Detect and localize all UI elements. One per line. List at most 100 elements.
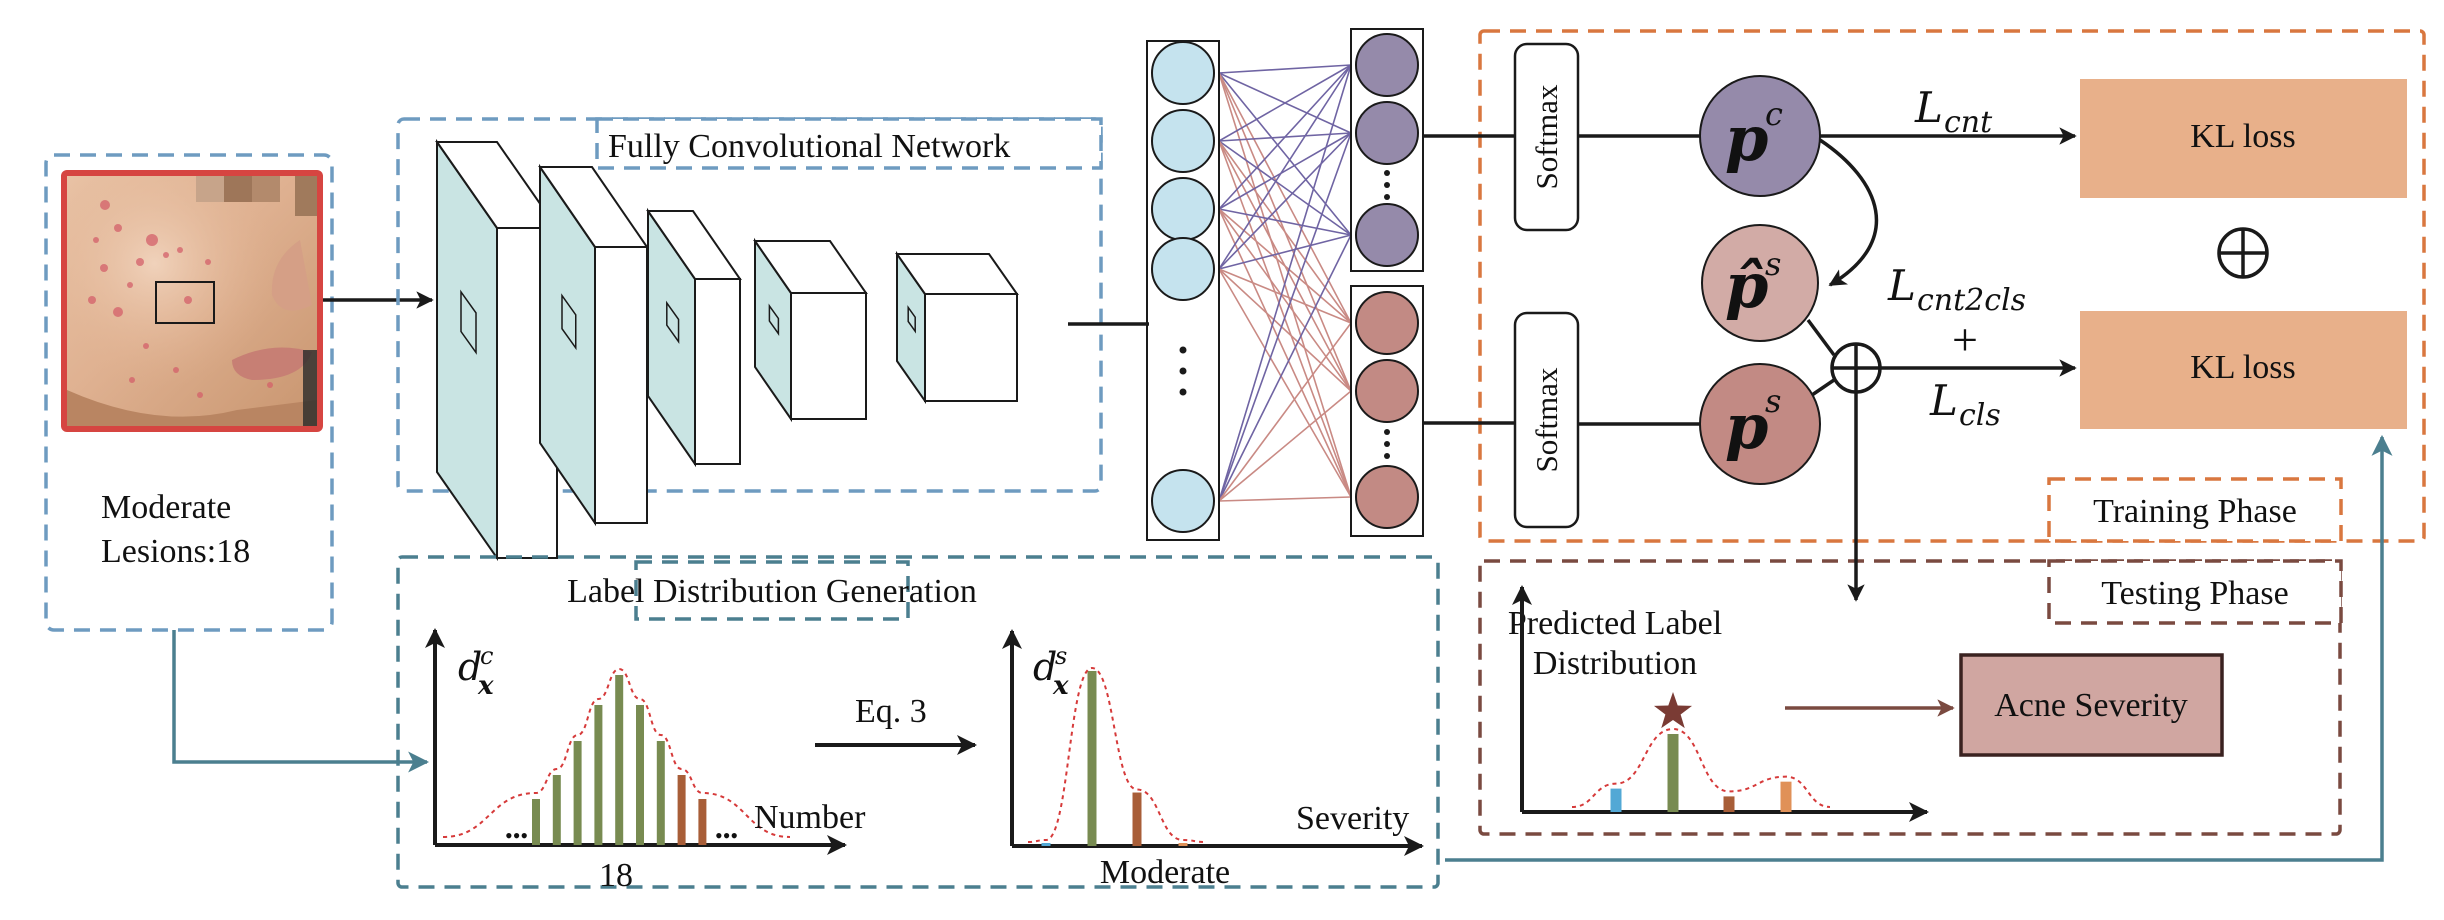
fc-edge-severity [1218,72,1352,324]
fc-edge-count [1218,140,1352,236]
svg-text:Acne Severity: Acne Severity [1994,687,2188,724]
fc-edge-count [1218,64,1352,270]
tick-label: Moderate [1100,854,1230,891]
tick-label: 18 [599,857,633,894]
fc-edge-severity [1218,268,1352,324]
eq3-label: Eq. 3 [855,693,927,730]
testing-phase-group: Testing Phase Predicted Label Distributi… [1478,392,2343,836]
bar-severe [1132,792,1142,846]
bar-very-severe [1178,843,1188,846]
conv-block [753,237,868,423]
y-axis-label-sub: x [1052,671,1069,701]
kl-loss-bottom: KL loss [2080,311,2407,429]
fc-edge-severity [1218,322,1352,502]
input-neuron [1151,469,1215,533]
region-of-interest-box [155,281,215,324]
ellipsis-dot [1384,170,1390,176]
bar-moderate [1667,734,1679,812]
fc-edge-severity [1218,390,1352,502]
ellipsis-dot [1179,346,1187,354]
y-axis-label: d [458,645,482,689]
predicted-label-line1: Predicted Label [1508,605,1722,642]
testing-label-frame [2047,559,2343,625]
ellipsis-dot [1384,194,1390,200]
node-p-c: p c [1699,75,1821,197]
oplus-sum-icon [2217,227,2269,279]
fc-edge-count [1218,132,1352,502]
ellipsis-dot [1179,367,1187,375]
label-plus: + [1952,314,1978,365]
ellipsis-dot [1384,441,1390,447]
ellipsis-dot [1384,429,1390,435]
svg-text:Softmax: Softmax [1529,84,1564,190]
bar-severe [1723,796,1735,812]
severity-neuron [1355,465,1419,529]
fc-edge-severity [1218,208,1352,498]
fc-edge-count [1218,132,1352,270]
fc-layers [1146,28,1424,541]
input-lesions-label: Lesions:18 [101,533,250,570]
y-axis-label-sup: c [480,642,493,670]
distribution-curve [1571,727,1831,808]
ldg-title: Label Distribution Generation [567,573,977,610]
count-neuron [1355,203,1419,267]
fc-nodes [1151,33,1419,533]
bar-19 [636,705,644,845]
bar-15 [552,775,561,845]
conv-kernel-window [666,300,680,344]
ldg-title-frame-visible [634,560,910,621]
conv-front-face [790,292,867,420]
training-label-frame [2047,477,2343,543]
arrow-pc-to-phat [1819,138,1879,287]
conv-block [646,207,742,468]
fc-edge-severity [1218,268,1352,392]
conv-kernel-window [768,303,780,336]
fc-edge-count [1218,234,1352,270]
distribution-curve [1027,666,1206,843]
fcn-group: Fully Convolutional Network [396,117,1149,562]
y-axis-label-sub: x [477,671,494,701]
testing-dashed-frame [1478,559,2342,836]
svg-text:s: s [1765,245,1781,283]
x-axis-label: Severity [1296,800,1409,837]
testing-phase-label: Testing Phase [2101,575,2288,612]
ellipsis-right: ••• [715,823,738,848]
fc-edge-count [1218,72,1352,236]
fc-edge-count [1218,64,1352,74]
input-severity-label: Moderate [101,489,231,526]
fcn-title: Fully Convolutional Network [608,128,1010,165]
fc-edge-count [1218,64,1352,210]
training-dashed-frame [1478,29,2426,543]
fc-edge-count [1218,64,1352,502]
svg-text:KL loss: KL loss [2190,349,2295,386]
fc-edge-severity [1218,208,1352,392]
bar-14 [532,799,540,845]
svg-text:KL loss: KL loss [2190,118,2295,155]
training-phase-group: Softmax Softmax p c p̂ s p s [1423,29,2426,543]
y-axis-label-sup: s [1055,642,1067,670]
ldg-dashed-frame [396,555,1440,889]
fc-edge-count [1218,132,1352,210]
y-axis-label: d [1033,645,1057,689]
conv-block [538,163,649,527]
svg-text:L: L [1914,83,1943,132]
fc-edge-count [1218,234,1352,502]
bar-18 [615,675,624,845]
input-group: Moderate Lesions:18 [44,153,334,632]
label-l-cnt: L cnt [1914,83,1993,140]
svg-text:Softmax: Softmax [1529,367,1564,473]
svg-text:cnt2cls: cnt2cls [1917,283,2026,318]
conv-kernel-window [460,289,477,355]
svg-text:cls: cls [1959,398,2001,433]
ellipsis-dot [1384,453,1390,459]
input-layer-frame [1146,40,1220,541]
bar-17 [594,705,603,845]
ellipsis-dot [1179,388,1187,396]
conv-block [895,250,1019,405]
ellipsis-left: ••• [505,823,528,848]
fc-edge-severity [1218,268,1352,498]
input-neuron [1151,41,1215,105]
oplus-merge-icon [1830,342,1882,394]
bar-21 [677,775,686,845]
